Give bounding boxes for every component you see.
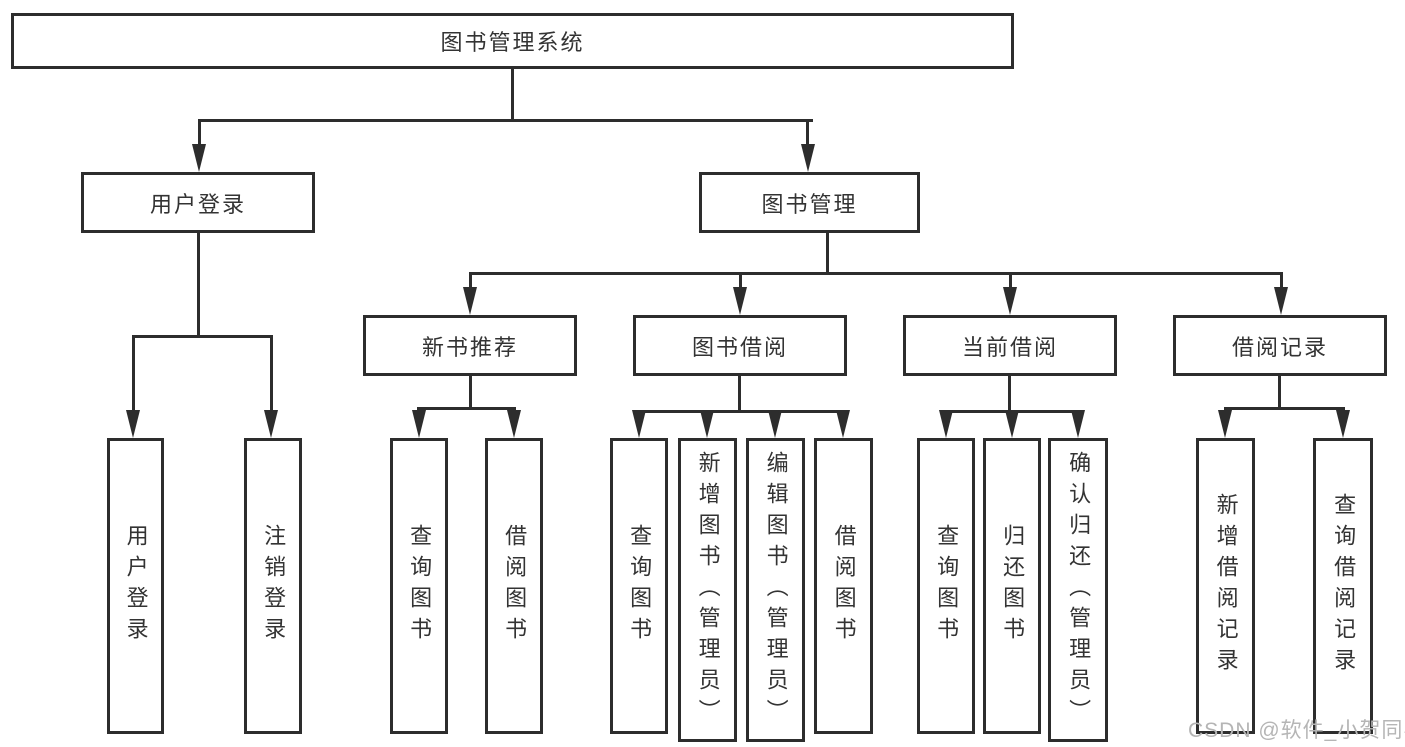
connector-root-vline [511,69,514,122]
connector-borrowrecord-stub [1280,275,1283,289]
leaf-logout-login-label: 注销登录 [261,524,287,648]
leaf-borrow-borrow-books-label: 借阅图书 [831,524,857,648]
node-borrow-record-label: 借阅记录 [1231,334,1328,360]
leaf-borrow-edit-book-admin-label: 编辑图书（管理员） [763,450,789,730]
node-book-management: 图书管理 [699,172,920,233]
leaf-record-query-borrow-record: 查询借阅记录 [1313,438,1373,734]
leaf-record-add-borrow-record-label: 新增借阅记录 [1213,493,1239,679]
leaf-user-login-label: 用户登录 [123,524,149,648]
connector-bookborrow-vline [738,376,741,410]
leaf-record-add-borrow-record: 新增借阅记录 [1196,438,1255,734]
node-new-book-recommend-label: 新书推荐 [421,334,518,360]
leaf-newbook-query-books-label: 查询图书 [407,524,433,648]
leaf-current-return-books-label: 归还图书 [1000,524,1026,648]
connector-borrowrecord-hline [1224,407,1345,410]
arrow-down-icon [700,410,714,438]
leaf-current-query-books-label: 查询图书 [934,524,960,648]
node-root-label: 图书管理系统 [440,30,585,55]
node-root: 图书管理系统 [11,13,1014,69]
connector-bookmgmt-stub [806,122,809,146]
arrow-down-icon [412,410,426,438]
arrow-down-icon [192,144,206,172]
arrow-down-icon [507,410,521,438]
arrow-down-icon [1336,410,1350,438]
leaf-newbook-query-books: 查询图书 [390,438,448,734]
connector-userlogin-stub [198,122,201,146]
leaf-borrow-add-book-admin-label: 新增图书（管理员） [695,450,721,730]
arrow-down-icon [1218,410,1232,438]
node-new-book-recommend: 新书推荐 [363,315,577,376]
connector-userlogin-vline [197,233,200,335]
leaf-borrow-query-books-label: 查询图书 [627,524,653,648]
leaf-current-confirm-return-admin: 确认归还（管理员） [1048,438,1108,742]
arrow-down-icon [126,410,140,438]
arrow-down-icon [768,410,782,438]
connector-currentborrow-stub [1009,275,1012,289]
leaf-record-query-borrow-record-label: 查询借阅记录 [1331,493,1357,679]
arrow-down-icon [733,287,747,315]
arrow-down-icon [1005,410,1019,438]
node-current-borrow: 当前借阅 [903,315,1117,376]
leaf-borrow-query-books: 查询图书 [610,438,668,734]
node-book-borrow-label: 图书借阅 [691,334,788,360]
arrow-down-icon [264,410,278,438]
connector-bookborrow-hline [637,410,846,413]
connector-newbook-stub [469,275,472,289]
arrow-down-icon [632,410,646,438]
arrow-down-icon [463,287,477,315]
arrow-down-icon [1003,287,1017,315]
connector-level3-hline [469,272,1283,275]
connector-userlogin-left-vline [132,338,135,412]
arrow-down-icon [1274,287,1288,315]
leaf-newbook-borrow-books-label: 借阅图书 [502,524,528,648]
arrow-down-icon [939,410,953,438]
leaf-borrow-edit-book-admin: 编辑图书（管理员） [746,438,805,742]
arrow-down-icon [801,144,815,172]
connector-bookmgmt-vline [826,233,829,275]
connector-bookborrow-stub [739,275,742,289]
connector-userlogin-right-vline [270,338,273,412]
node-borrow-record: 借阅记录 [1173,315,1387,376]
connector-newbook-vline [469,376,472,407]
node-user-login-label: 用户登录 [149,191,246,217]
connector-borrowrecord-vline [1278,376,1281,407]
connector-userlogin-hline [132,335,273,338]
node-book-borrow: 图书借阅 [633,315,847,376]
leaf-current-return-books: 归还图书 [983,438,1041,734]
leaf-newbook-borrow-books: 借阅图书 [485,438,543,734]
node-book-management-label: 图书管理 [761,191,858,217]
csdn-watermark: CSDN @软件_小贺同学 [1188,719,1405,742]
leaf-current-query-books: 查询图书 [917,438,975,734]
leaf-user-login: 用户登录 [107,438,164,734]
leaf-borrow-borrow-books: 借阅图书 [814,438,873,734]
connector-currentborrow-vline [1008,376,1011,410]
leaf-borrow-add-book-admin: 新增图书（管理员） [678,438,737,742]
node-current-borrow-label: 当前借阅 [961,334,1058,360]
connector-level2-hline [198,119,813,122]
leaf-current-confirm-return-admin-label: 确认归还（管理员） [1066,450,1092,730]
leaf-logout-login: 注销登录 [244,438,302,734]
connector-newbook-hline [417,407,516,410]
node-user-login: 用户登录 [81,172,315,233]
arrow-down-icon [836,410,850,438]
arrow-down-icon [1071,410,1085,438]
